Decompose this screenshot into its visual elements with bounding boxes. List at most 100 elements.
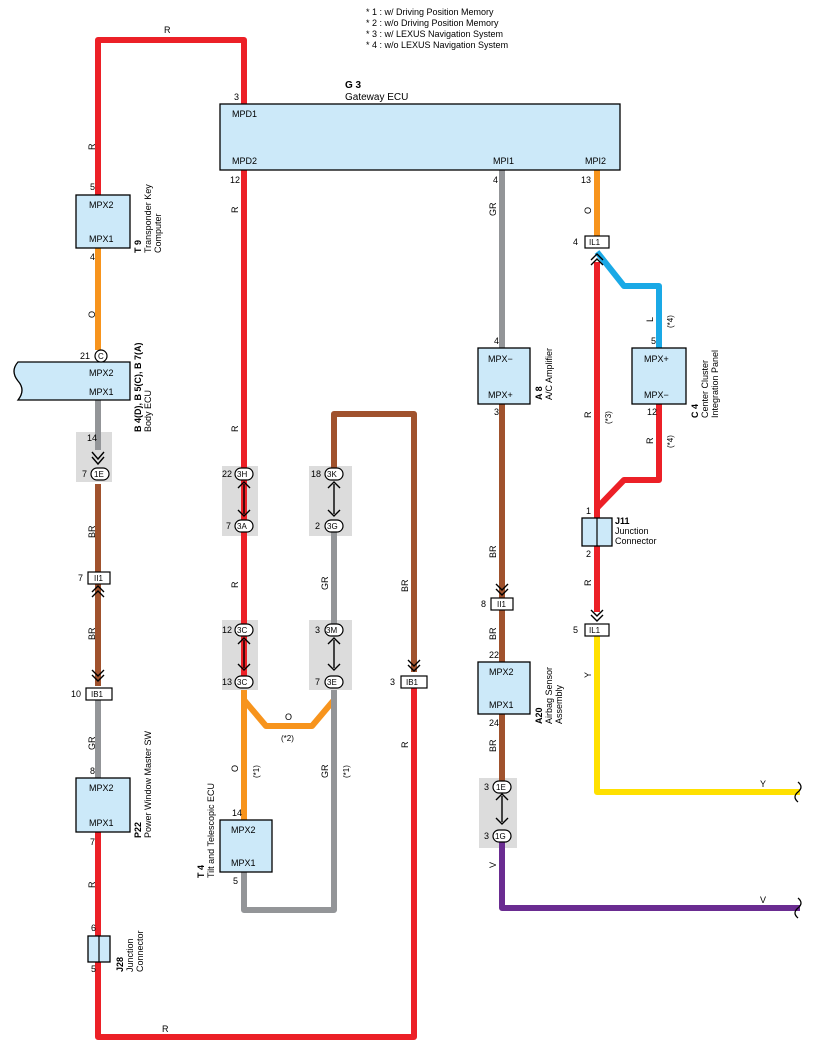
violet-end-mark	[794, 897, 802, 919]
t4-num-bot: 5	[233, 876, 238, 886]
conn-3m-label: 3M	[326, 626, 337, 635]
pill-connectors: 1E 7 3H 22 3A 7 3K 18 3G 2 3C 12 3C 13 3…	[82, 467, 512, 843]
a20-num-top: 22	[489, 650, 499, 660]
wl-r-c4: R	[645, 437, 655, 444]
conn-3c-bot	[234, 675, 254, 689]
connection-arrows	[91, 253, 604, 825]
wl-note4-red: (*4)	[666, 435, 675, 448]
airbag-sensor-assembly: MPX2 MPX1 22 24 A20 Airbag Sensor Assemb…	[477, 650, 564, 728]
conn-ii1-left-label: II1	[94, 574, 103, 583]
conn-3c-top	[234, 623, 254, 637]
conn-il1-top	[584, 235, 610, 249]
p22-num-top: 8	[90, 766, 95, 776]
p22-code: P22	[133, 822, 143, 838]
conn-3c-top-label: 3C	[237, 626, 247, 635]
wire-yellow	[594, 636, 800, 795]
body-ecu-conn-circle	[94, 349, 108, 363]
a20-code: A20	[534, 707, 544, 724]
j28-num-top: 6	[91, 923, 96, 933]
wl-o-t4: O	[230, 765, 240, 772]
conn-il1-top-label: IL1	[589, 238, 601, 247]
conn-ii1-mid-pin: 8	[481, 599, 486, 609]
body-ecu-num-top: 21	[80, 351, 90, 361]
wire-labels: R R O BR BR GR R R R R R O (*2) O (*1) G…	[87, 25, 766, 1034]
conn-1g	[492, 829, 512, 843]
conn-3k	[324, 467, 344, 481]
conn-3m-pin: 3	[315, 625, 320, 635]
conn-1e-right-pin: 3	[484, 782, 489, 792]
arrow-il1-bot	[590, 609, 604, 622]
conn-ib1-left	[85, 687, 113, 701]
conn-3g-pin: 2	[315, 521, 320, 531]
arrow-ib1-left	[91, 669, 105, 682]
wl-l-blue: L	[645, 317, 655, 322]
conn-il1-top-pin: 4	[573, 237, 578, 247]
power-window-master-sw: MPX2 MPX1 8 7 P22 Power Window Master SW	[75, 730, 153, 847]
yellow-end-mark	[794, 781, 802, 803]
gateway-ecu-code: G 3	[345, 80, 362, 91]
conn-3g	[324, 519, 344, 533]
wl-note2: (*2)	[281, 734, 294, 743]
c4-body	[631, 347, 687, 405]
wire-red-bottom	[95, 686, 417, 1040]
p22-num-bot: 7	[90, 837, 95, 847]
body-ecu-conn-label: C	[98, 352, 104, 361]
c4-pin-bot: MPX−	[644, 390, 669, 400]
conn-3e	[324, 675, 344, 689]
wires	[95, 37, 800, 1040]
conn-3c-top-pin: 12	[222, 625, 232, 635]
wire-red-c4-j11	[594, 404, 662, 511]
conn-ib1-left-pin: 10	[71, 689, 81, 699]
conn-il1-bot	[584, 623, 610, 637]
t9-name1: Transponder Key	[143, 184, 153, 253]
wl-gr-mpi1: GR	[488, 202, 498, 216]
arrow-ii1-mid	[495, 583, 509, 596]
conn-il1-bot-pin: 5	[573, 625, 578, 635]
arrow-ib1-mid	[407, 659, 421, 672]
wl-y-left: Y	[583, 672, 593, 678]
conn-1g-label: 1G	[495, 832, 506, 841]
wl-note1-right: (*1)	[342, 765, 351, 778]
wl-gr-left: GR	[87, 736, 97, 750]
conn-1e-left	[90, 467, 110, 481]
body-ecu-num-bot: 14	[87, 433, 97, 443]
conn-3a-label: 3A	[237, 522, 247, 531]
conn-3c-bot-pin: 13	[222, 677, 232, 687]
a20-num-bot: 24	[489, 718, 499, 728]
a20-pin-top: MPX2	[489, 667, 514, 677]
conn-il1-bot-label: IL1	[589, 626, 601, 635]
conn-ib1-mid-pin: 3	[390, 677, 395, 687]
wl-r-mpd2: R	[230, 206, 240, 213]
wire-gray-t4-loop	[241, 690, 337, 913]
a8-pin-top: MPX−	[488, 354, 513, 364]
c4-pin-top: MPX+	[644, 354, 669, 364]
a8-code: A 8	[534, 386, 544, 400]
p22-name: Power Window Master SW	[143, 730, 153, 838]
body-ecu-code: B 4(D), B 5(C), B 7(A)	[133, 342, 143, 432]
arrow-3h-3a	[237, 481, 251, 517]
conn-1g-pin: 3	[484, 831, 489, 841]
conn-3k-pin: 18	[311, 469, 321, 479]
t9-num-top: 5	[90, 182, 95, 192]
wl-note3: (*3)	[604, 411, 613, 424]
conn-3h-pin: 22	[222, 469, 232, 479]
wl-br-left1: BR	[87, 525, 97, 538]
conn-ii1-left	[87, 571, 111, 585]
conn-ii1-mid	[490, 597, 514, 611]
wl-gr-3e: GR	[320, 764, 330, 778]
transponder-key-computer: MPX2 MPX1 5 4 T 9 Transponder Key Comput…	[75, 182, 163, 262]
j28-num-bot: 5	[91, 964, 96, 974]
conn-3e-pin: 7	[315, 677, 320, 687]
body-ecu-body	[13, 361, 131, 401]
t4-body	[219, 819, 273, 873]
a20-pin-bot: MPX1	[489, 700, 514, 710]
conn-1e-right-label: 1E	[496, 783, 506, 792]
wire-violet	[499, 840, 800, 911]
a8-pin-bot: MPX+	[488, 390, 513, 400]
wl-r-t9: R	[87, 143, 97, 150]
a8-num-bot: 3	[494, 407, 499, 417]
j11-num-bot: 2	[586, 549, 591, 559]
j11-name2: Connector	[615, 536, 657, 546]
wire-blue-il1-c4	[594, 250, 662, 348]
body-ecu-pin-top: MPX2	[89, 368, 114, 378]
